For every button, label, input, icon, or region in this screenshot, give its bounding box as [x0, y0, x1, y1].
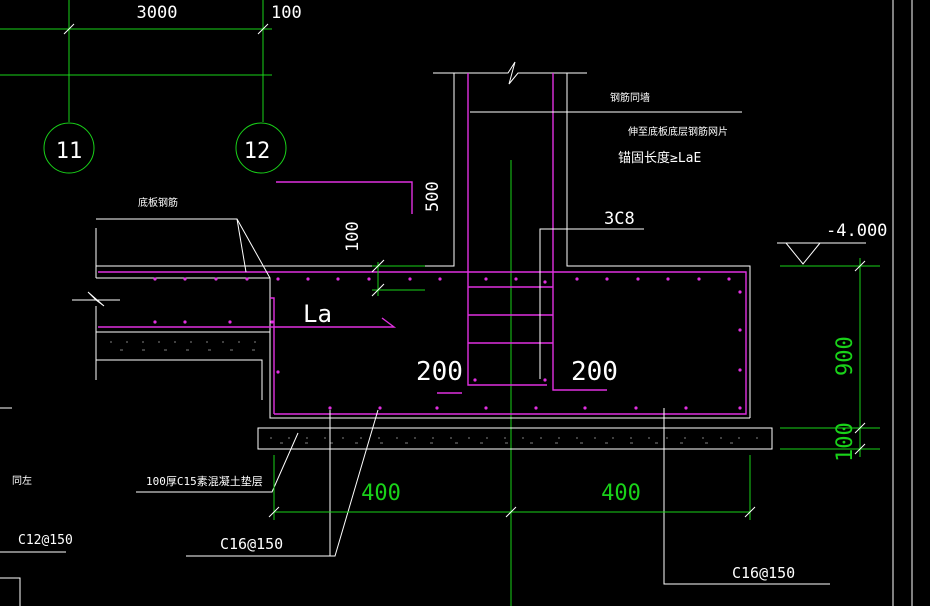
- slab-rebar-label: 底板钢筋: [138, 196, 178, 209]
- dimension-lines: [268, 258, 880, 520]
- leader-lines: [0, 111, 830, 606]
- dim-100-bedding: 100: [833, 422, 858, 462]
- dim-500: 500: [423, 181, 443, 212]
- axis-label-12: 12: [244, 139, 271, 164]
- dim-100-slab: 100: [343, 221, 363, 252]
- wall-note-2: 伸至底板底层钢筋网片: [628, 125, 728, 138]
- axis-label-11: 11: [56, 139, 83, 164]
- dim-900: 900: [833, 336, 858, 376]
- dim-200-right: 200: [571, 357, 618, 387]
- dim-400-right: 400: [601, 481, 641, 506]
- axis-bubble-12: [235, 122, 287, 174]
- bedding-label: 100厚C15素混凝土垫层: [146, 474, 263, 488]
- wall-note-1: 钢筋同墙: [610, 91, 650, 104]
- wall-outline: [96, 61, 751, 418]
- slab-outline: [72, 228, 750, 419]
- dim-400-left: 400: [361, 481, 401, 506]
- bedding-layer: [110, 341, 773, 450]
- axis-bubble-11: [43, 122, 95, 174]
- rebar-bottom-left-label: C16@150: [220, 535, 283, 553]
- anchor-length-label: La: [303, 300, 332, 328]
- grid-dimension-lines: [0, 0, 272, 122]
- stirrup-label: 3C8: [604, 209, 635, 229]
- dim-200-left: 200: [416, 357, 463, 387]
- rebar-lines: [98, 73, 747, 415]
- grid-dim-3000: 3000: [137, 3, 178, 23]
- wall-note-3: 锚固长度≥LaE: [618, 150, 701, 166]
- edge-note: 同左: [12, 474, 32, 487]
- rebar-dots: [153, 277, 742, 410]
- elevation-value: -4.000: [826, 221, 887, 241]
- rebar-bottom-right-label: C16@150: [732, 564, 795, 582]
- elevation-symbol: [777, 242, 866, 265]
- rebar-far-left-label: C12@150: [18, 533, 73, 548]
- grid-dim-100: 100: [271, 3, 302, 23]
